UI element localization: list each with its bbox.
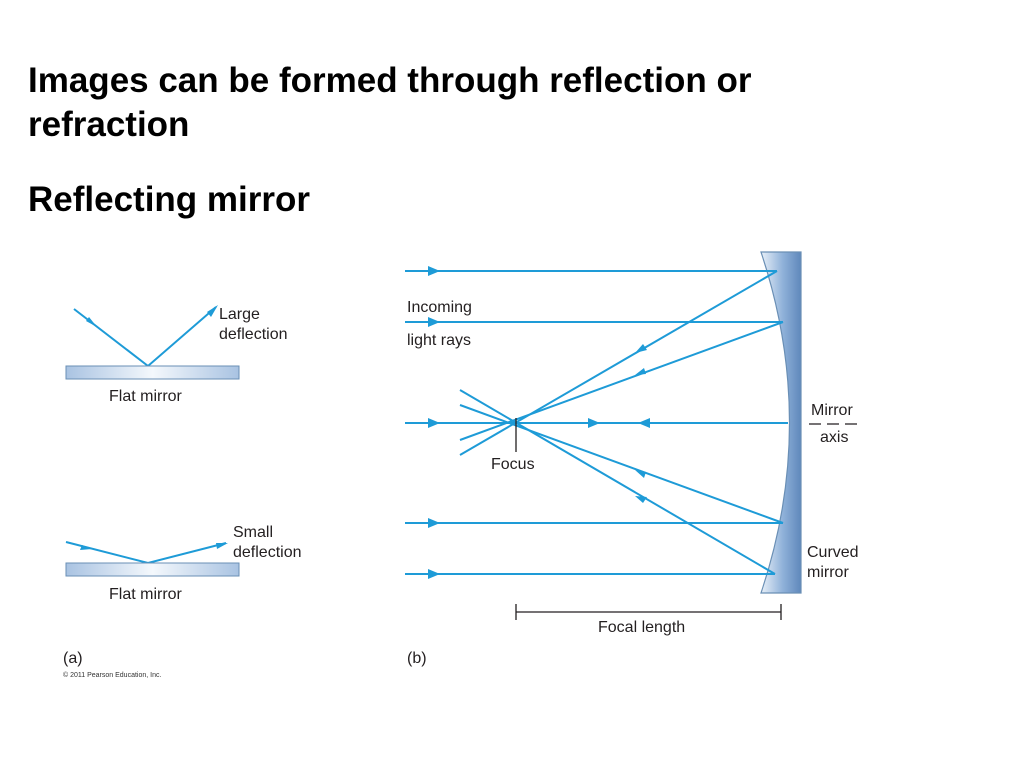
- reflected-ray: [459, 404, 784, 524]
- deflection-label-bottom: deflection: [233, 544, 302, 561]
- flat-mirror-label-bottom: Flat mirror: [109, 586, 183, 603]
- slide-subtitle: Reflecting mirror: [28, 180, 310, 219]
- outgoing-arrowhead: [207, 305, 218, 317]
- panel-b-label: (b): [407, 650, 427, 667]
- panel-a-bottom: Small deflection Flat mirror: [65, 524, 302, 603]
- slide-title: Images can be formed through reflection …: [28, 61, 752, 144]
- curved-mirror-label-1: Curved: [807, 544, 859, 561]
- mirror-axis-label-1: Mirror: [811, 402, 853, 419]
- outgoing-arrowhead: [216, 543, 228, 549]
- panel-a-top: Large deflection Flat mirror: [65, 305, 288, 405]
- flat-mirror-top: [65, 365, 240, 380]
- reflected-ray: [459, 389, 776, 575]
- mirror-axis-label-2: axis: [820, 429, 848, 446]
- focus-label: Focus: [491, 456, 535, 473]
- curved-mirror-label-2: mirror: [807, 564, 849, 581]
- copyright: © 2011 Pearson Education, Inc.: [63, 671, 161, 679]
- flat-mirror-label-top: Flat mirror: [109, 388, 183, 405]
- flat-mirror-bottom: [65, 562, 240, 577]
- incoming-arrowhead: [86, 317, 97, 327]
- small-deflection-ray: [65, 541, 227, 565]
- incoming-arrowheads: [428, 266, 600, 579]
- panel-a-label: (a): [63, 650, 83, 667]
- large-label: Large: [219, 306, 260, 323]
- reflected-arrowheads: [635, 344, 650, 503]
- incoming-label-2: light rays: [407, 332, 471, 349]
- panel-b: Focus Incoming light rays Mirror axis Cu…: [405, 251, 862, 667]
- focal-length-label: Focal length: [598, 619, 685, 636]
- reflected-ray: [459, 270, 778, 456]
- curved-mirror: [760, 251, 802, 594]
- deflection-label-top: deflection: [219, 326, 288, 343]
- incoming-label-1: Incoming: [407, 299, 472, 316]
- incoming-arrowhead: [80, 545, 92, 550]
- large-deflection-ray: [73, 306, 217, 368]
- small-label: Small: [233, 524, 273, 541]
- focal-length-bracket: [515, 604, 782, 620]
